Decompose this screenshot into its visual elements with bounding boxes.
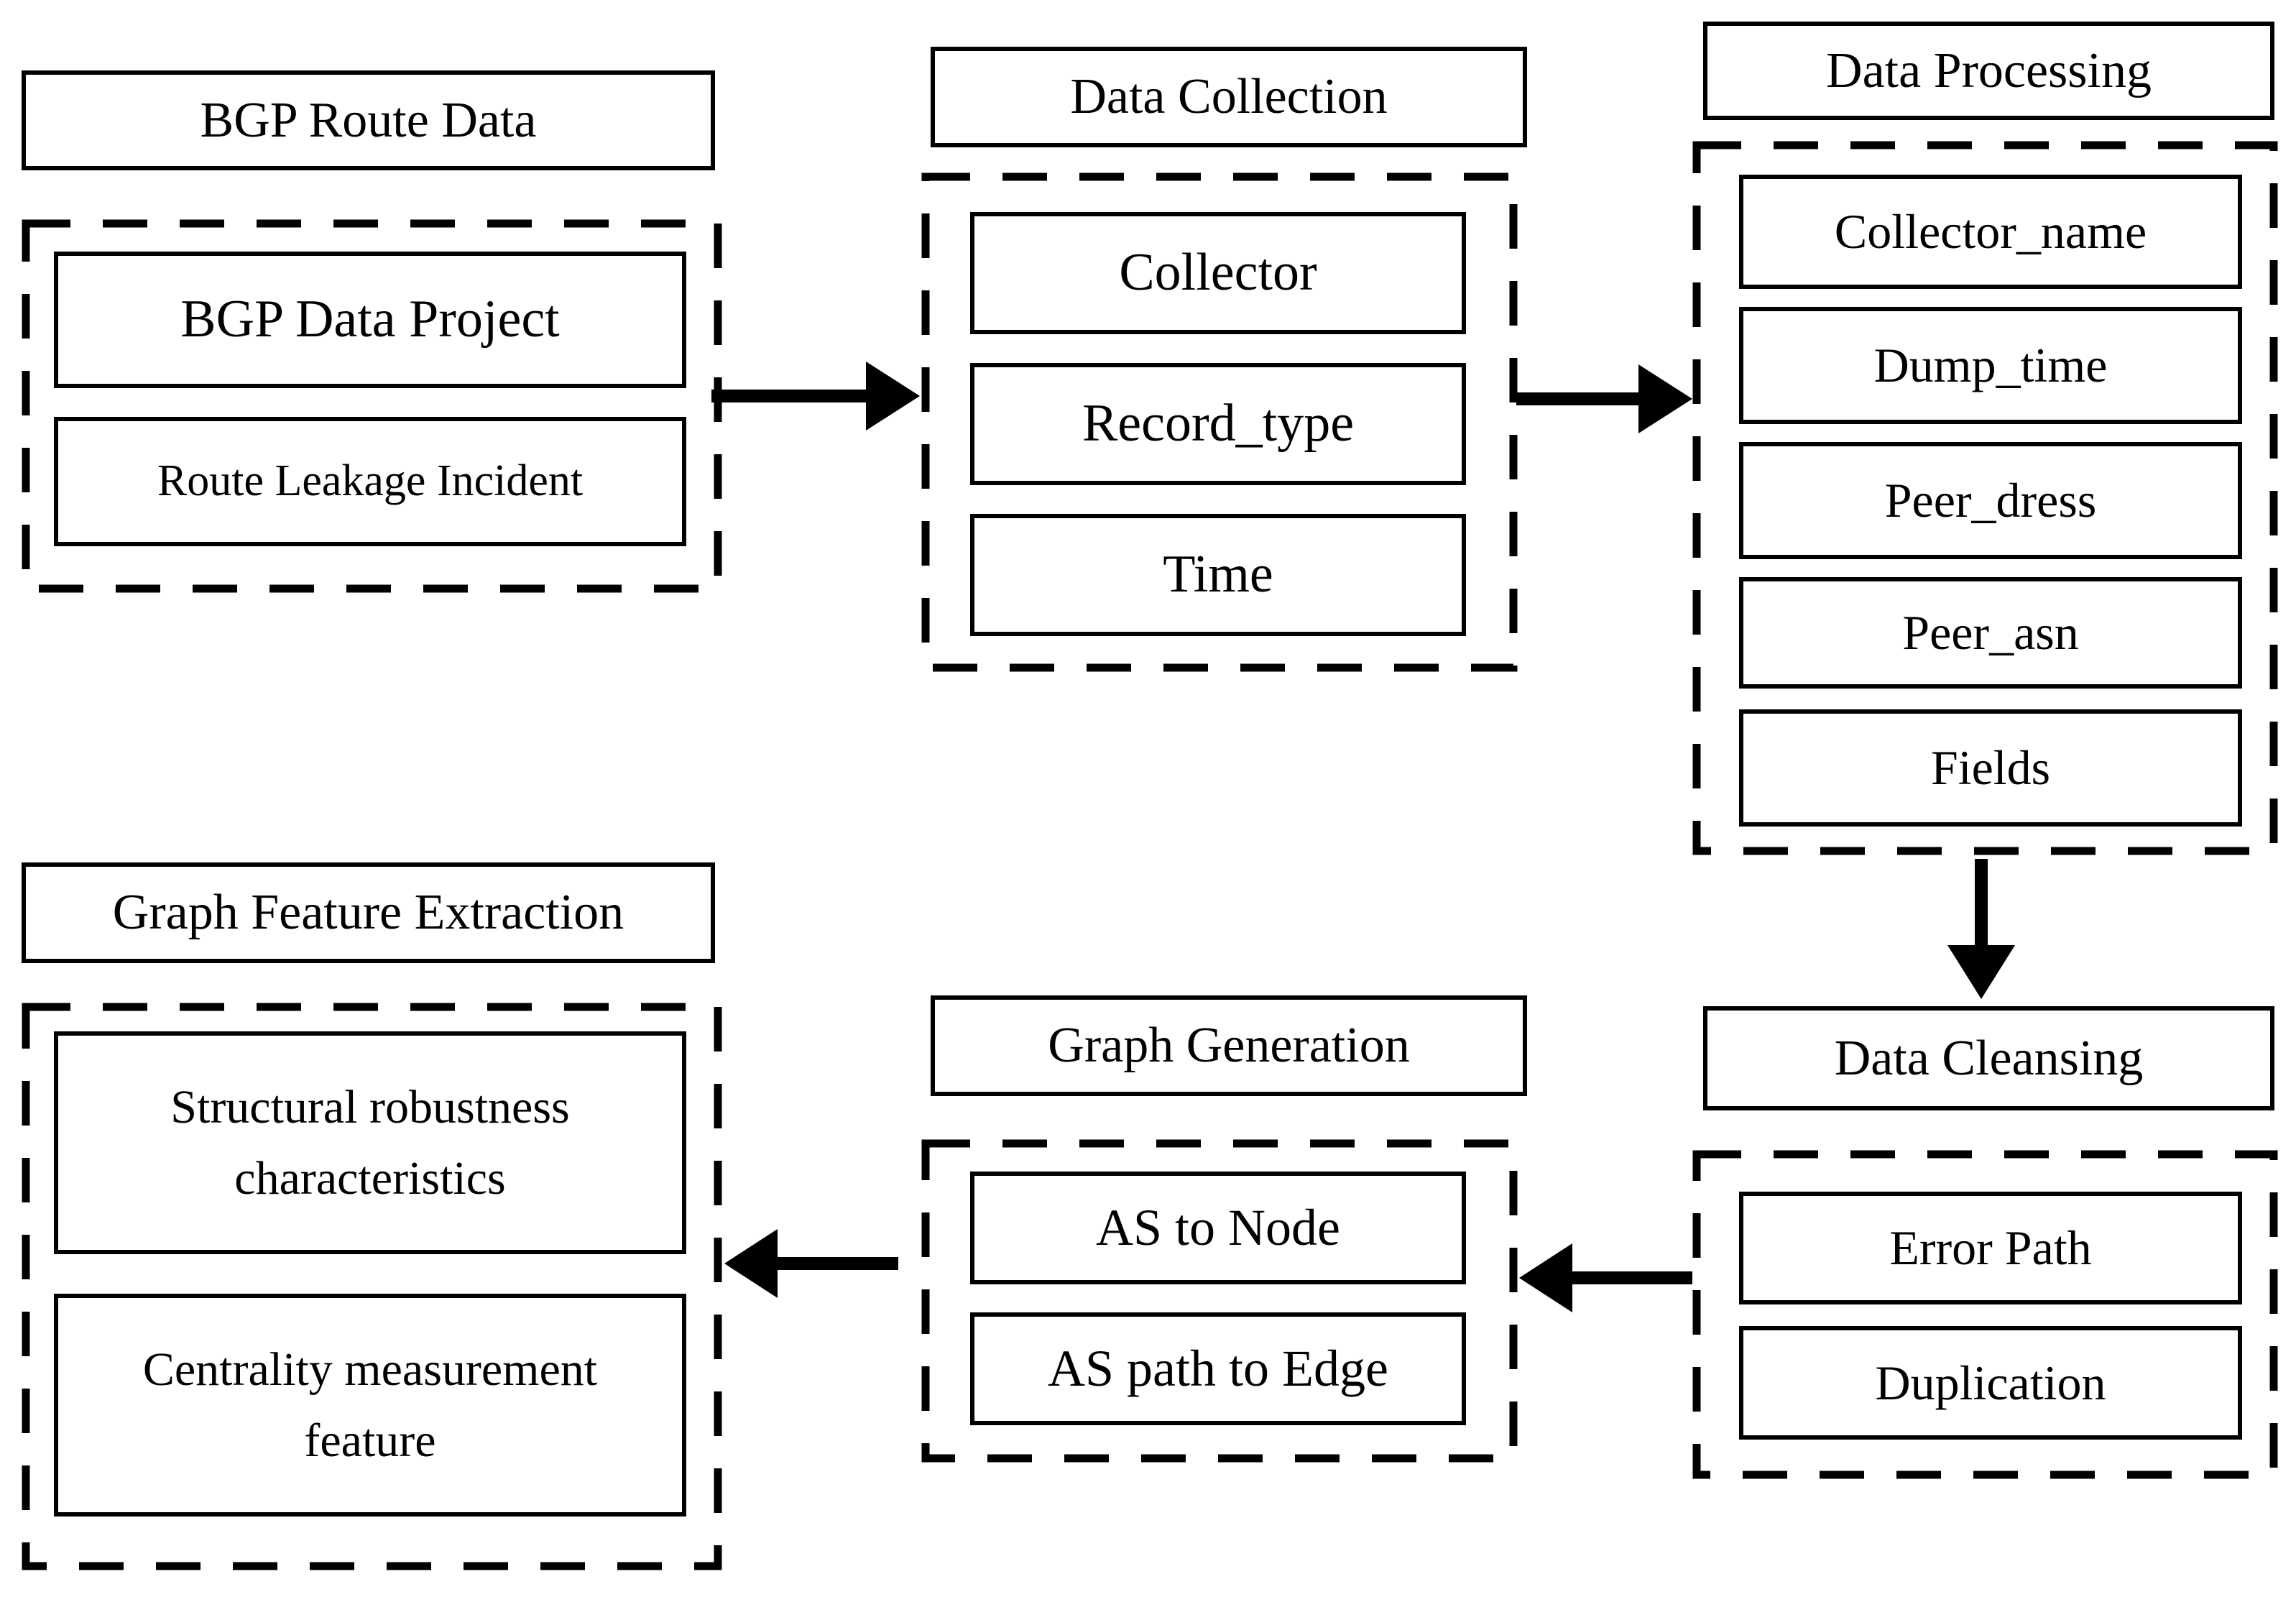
error-path-box: Error Path	[1739, 1192, 2242, 1304]
route-leakage-incident-box: Route Leakage Incident	[54, 417, 686, 546]
duplication-box: Duplication	[1739, 1326, 2242, 1440]
arrow-collection-to-processing-head	[1638, 364, 1692, 433]
arrow-generation-to-extraction-shaft	[776, 1257, 898, 1270]
time-box: Time	[970, 514, 1466, 636]
arrow-processing-to-cleansing-shaft	[1975, 859, 1988, 949]
arrow-cleansing-to-generation-shaft	[1571, 1271, 1692, 1284]
collector-name-box: Collector_name	[1739, 175, 2242, 289]
structural-robustness-label: Structural robustness characteristics	[170, 1081, 570, 1205]
arrow-generation-to-extraction-head	[724, 1229, 778, 1298]
as-path-to-edge-box: AS path to Edge	[970, 1312, 1466, 1425]
arrow-processing-to-cleansing-head	[1947, 945, 2015, 999]
arrow-bgp-to-collection-head	[866, 362, 920, 431]
fields-box: Fields	[1739, 709, 2242, 827]
arrow-bgp-to-collection-shaft	[711, 390, 870, 402]
bgp-data-project-box: BGP Data Project	[54, 252, 686, 388]
record-type-box: Record_type	[970, 363, 1466, 485]
arrow-collection-to-processing-shaft	[1516, 392, 1642, 405]
data-cleansing-title: Data Cleansing	[1703, 1006, 2274, 1110]
structural-robustness-box: Structural robustness characteristics	[54, 1031, 686, 1254]
centrality-measurement-box: Centrality measurement feature	[54, 1294, 686, 1517]
as-to-node-box: AS to Node	[970, 1172, 1466, 1284]
dump-time-box: Dump_time	[1739, 307, 2242, 424]
peer-asn-box: Peer_asn	[1739, 577, 2242, 689]
collector-box: Collector	[970, 212, 1466, 334]
arrow-cleansing-to-generation-head	[1519, 1243, 1572, 1312]
graph-feature-extraction-title: Graph Feature Extraction	[22, 862, 715, 963]
bgp-route-data-title: BGP Route Data	[22, 70, 715, 170]
graph-generation-title: Graph Generation	[931, 995, 1527, 1096]
data-processing-title: Data Processing	[1703, 22, 2274, 120]
peer-dress-box: Peer_dress	[1739, 442, 2242, 559]
centrality-measurement-label: Centrality measurement feature	[142, 1343, 598, 1467]
data-collection-title: Data Collection	[931, 47, 1527, 147]
